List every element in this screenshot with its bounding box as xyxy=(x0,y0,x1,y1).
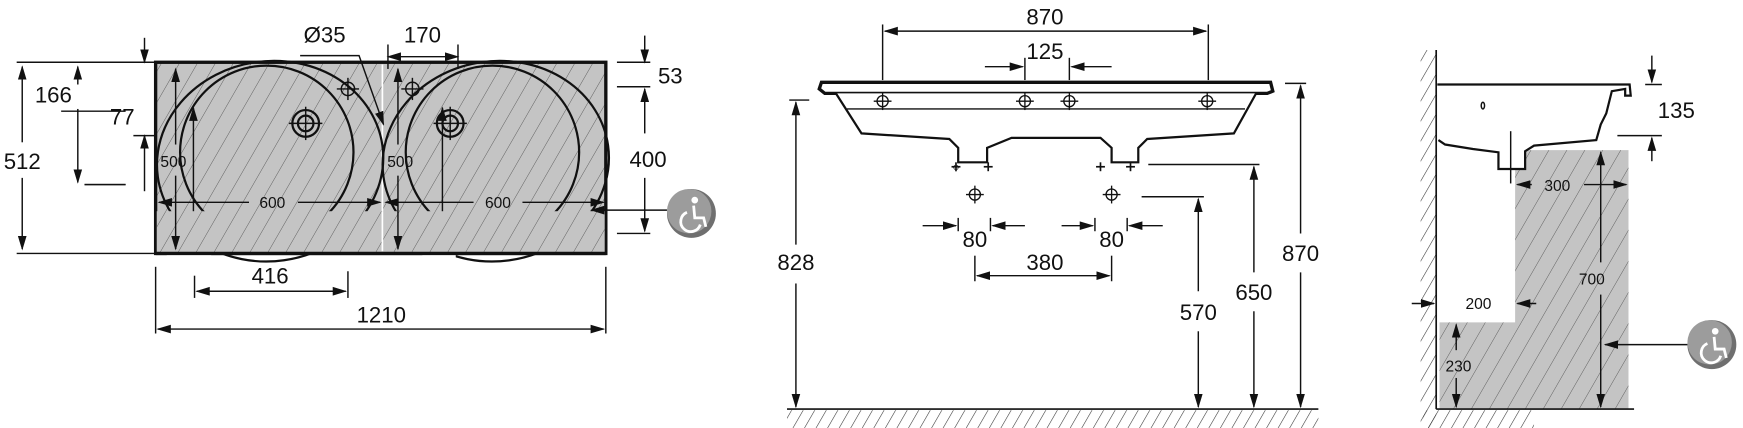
dim-53: 53 xyxy=(658,63,683,88)
dim-trap-spacing: 380 xyxy=(1026,250,1063,275)
dim-rim-height: 828 xyxy=(777,250,814,275)
dim-center-spacing: 125 xyxy=(1026,39,1063,64)
side-view: 135 300 700 200 230 xyxy=(1411,50,1738,428)
dim-total-width: 1210 xyxy=(357,302,406,327)
wall-hatch xyxy=(1420,50,1437,428)
dim-total-depth: 512 xyxy=(4,149,41,174)
drain-icon xyxy=(289,106,323,141)
dim-knee-height: 700 xyxy=(1579,272,1605,289)
dim-knee-depth: 300 xyxy=(1544,178,1570,195)
dim-basin-width-left: 600 xyxy=(259,195,285,212)
dim-trap-height-570: 570 xyxy=(1180,300,1217,325)
dim-toe-height: 230 xyxy=(1445,358,1471,375)
dim-tap-offset: 416 xyxy=(252,263,289,288)
dim-toe-depth: 200 xyxy=(1465,296,1491,313)
dim-basin-depth-left: 500 xyxy=(160,154,186,171)
dim-basin-height: 135 xyxy=(1658,98,1695,123)
dim-basin-width-right: 600 xyxy=(485,195,511,212)
dim-basin-depth-right: 500 xyxy=(387,154,413,171)
front-view: 870 125 ⌖ 80 80 380 828 870 650 xyxy=(777,4,1319,428)
dim-77: 77 xyxy=(110,105,135,130)
dim-total-height: 870 xyxy=(1282,241,1319,266)
dim-400: 400 xyxy=(630,147,667,172)
floor-hatch xyxy=(787,410,1319,428)
plan-view-dimensions: 500 500 600 600 53 400 416 1210 xyxy=(154,35,718,334)
trap-outlet-icon xyxy=(965,184,985,205)
wheelchair-accessible-icon xyxy=(665,187,718,240)
dim-trap-height-650: 650 xyxy=(1235,280,1272,305)
dim-hole-diameter: Ø35 xyxy=(304,22,346,47)
basin-profile xyxy=(1437,83,1632,171)
wheelchair-accessible-icon xyxy=(1686,318,1738,371)
floor-hatch xyxy=(1422,410,1535,428)
dim-trap-width-right: 80 xyxy=(1099,227,1124,252)
drain-icon xyxy=(433,106,467,141)
dim-overflow-spacing: 870 xyxy=(1026,4,1063,29)
dim-tap-distance: 166 xyxy=(35,82,72,107)
dim-trap-width-left: 80 xyxy=(963,227,988,252)
plan-view: 512 166 77 170 Ø35 xyxy=(4,22,611,361)
trap-outlet-icon xyxy=(1102,184,1122,205)
dim-tap-spacing: 170 xyxy=(404,22,441,47)
